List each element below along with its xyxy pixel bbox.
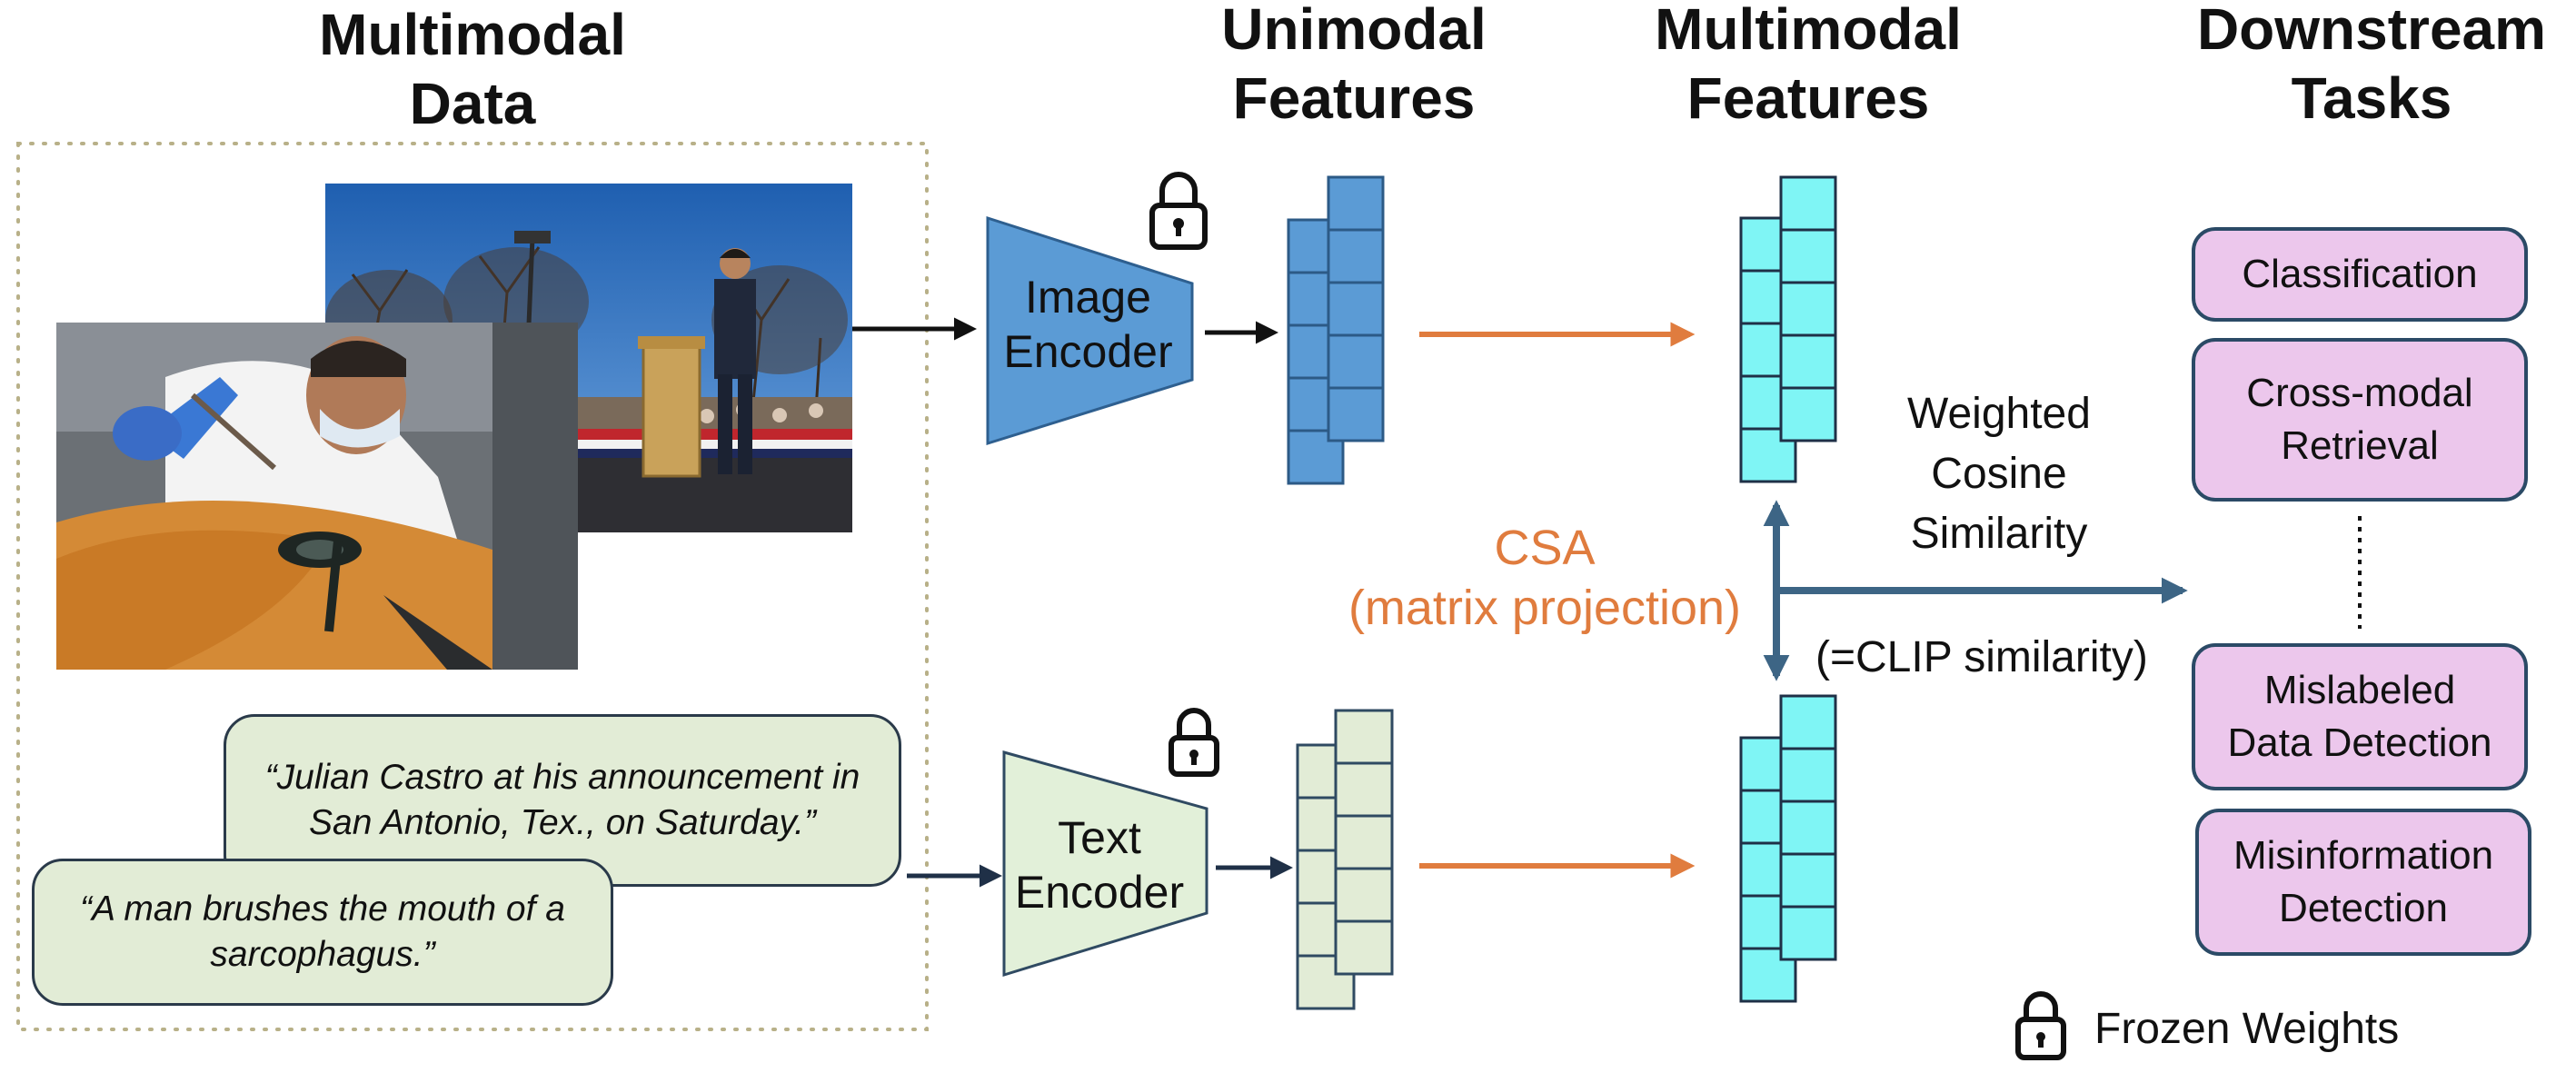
header-downstream-tasks: Downstream Tasks <box>2172 0 2571 133</box>
header-multimodal-features: Multimodal Features <box>1626 0 1990 133</box>
encoder-label-line: Image <box>1025 272 1151 323</box>
header-line: Features <box>1232 65 1476 131</box>
header-multimodal-data: Multimodal Data <box>291 0 654 138</box>
csa-label: CSA (matrix projection) <box>1308 518 1781 638</box>
text-encoder-label: Text Encoder <box>1000 810 1199 919</box>
csa-title: CSA <box>1494 521 1596 575</box>
caption-front: “A man brushes the mouth of a sarcophagu… <box>32 859 613 1006</box>
caption-text: “A man brushes the mouth of a sarcophagu… <box>79 889 565 974</box>
image-multimodal-features <box>1739 175 1837 483</box>
encoder-label-line: Text <box>1058 812 1141 863</box>
task-misinformation-detection: Misinformation Detection <box>2195 809 2531 956</box>
text-multimodal-features <box>1739 694 1837 1003</box>
sarcophagus-photo <box>56 323 578 670</box>
lock-icon <box>2015 991 2066 1060</box>
similarity-line: Weighted <box>1907 390 2091 438</box>
task-cross-modal-retrieval: Cross-modal Retrieval <box>2192 338 2528 502</box>
task-label: Mislabeled <box>2263 668 2456 712</box>
header-line: Features <box>1686 65 1930 131</box>
task-label: Classification <box>2242 252 2478 296</box>
task-classification: Classification <box>2192 227 2528 322</box>
image-encoder-label: Image Encoder <box>990 270 1186 379</box>
caption-text: “Julian Castro at his announcement in Sa… <box>264 758 860 842</box>
similarity-line: Similarity <box>1910 510 2088 558</box>
lock-icon <box>1169 708 1219 777</box>
task-label: Cross-modal <box>2246 371 2473 415</box>
task-label: Data Detection <box>2227 720 2492 765</box>
header-line: Tasks <box>2291 65 2452 131</box>
image-unimodal-features <box>1287 175 1385 485</box>
task-label: Detection <box>2279 886 2448 930</box>
lock-icon <box>1149 172 1208 250</box>
task-label: Retrieval <box>2281 423 2439 468</box>
task-mislabeled-data-detection: Mislabeled Data Detection <box>2192 643 2528 790</box>
encoder-label-line: Encoder <box>1003 326 1173 377</box>
text-encoder-shape <box>1002 750 1208 978</box>
similarity-line: Cosine <box>1931 450 2067 498</box>
data-box <box>16 142 929 1031</box>
frozen-weights-legend: Frozen Weights <box>2094 1005 2400 1053</box>
header-line: Unimodal <box>1221 0 1487 62</box>
csa-subtitle: (matrix projection) <box>1348 581 1742 635</box>
text-unimodal-features <box>1296 709 1394 1010</box>
image-encoder-shape <box>986 215 1194 446</box>
header-unimodal-features: Unimodal Features <box>1172 0 1536 133</box>
task-label: Misinformation <box>2233 833 2494 878</box>
clip-similarity-note: (=CLIP similarity) <box>1815 633 2148 681</box>
header-line: Multimodal <box>319 2 626 67</box>
similarity-label: Weighted Cosine Similarity <box>1863 384 2135 564</box>
caption-back: “Julian Castro at his announcement in Sa… <box>224 714 901 887</box>
header-line: Multimodal <box>1655 0 1962 62</box>
header-line: Downstream <box>2196 0 2547 62</box>
encoder-label-line: Encoder <box>1014 867 1185 918</box>
header-line: Data <box>409 71 536 136</box>
